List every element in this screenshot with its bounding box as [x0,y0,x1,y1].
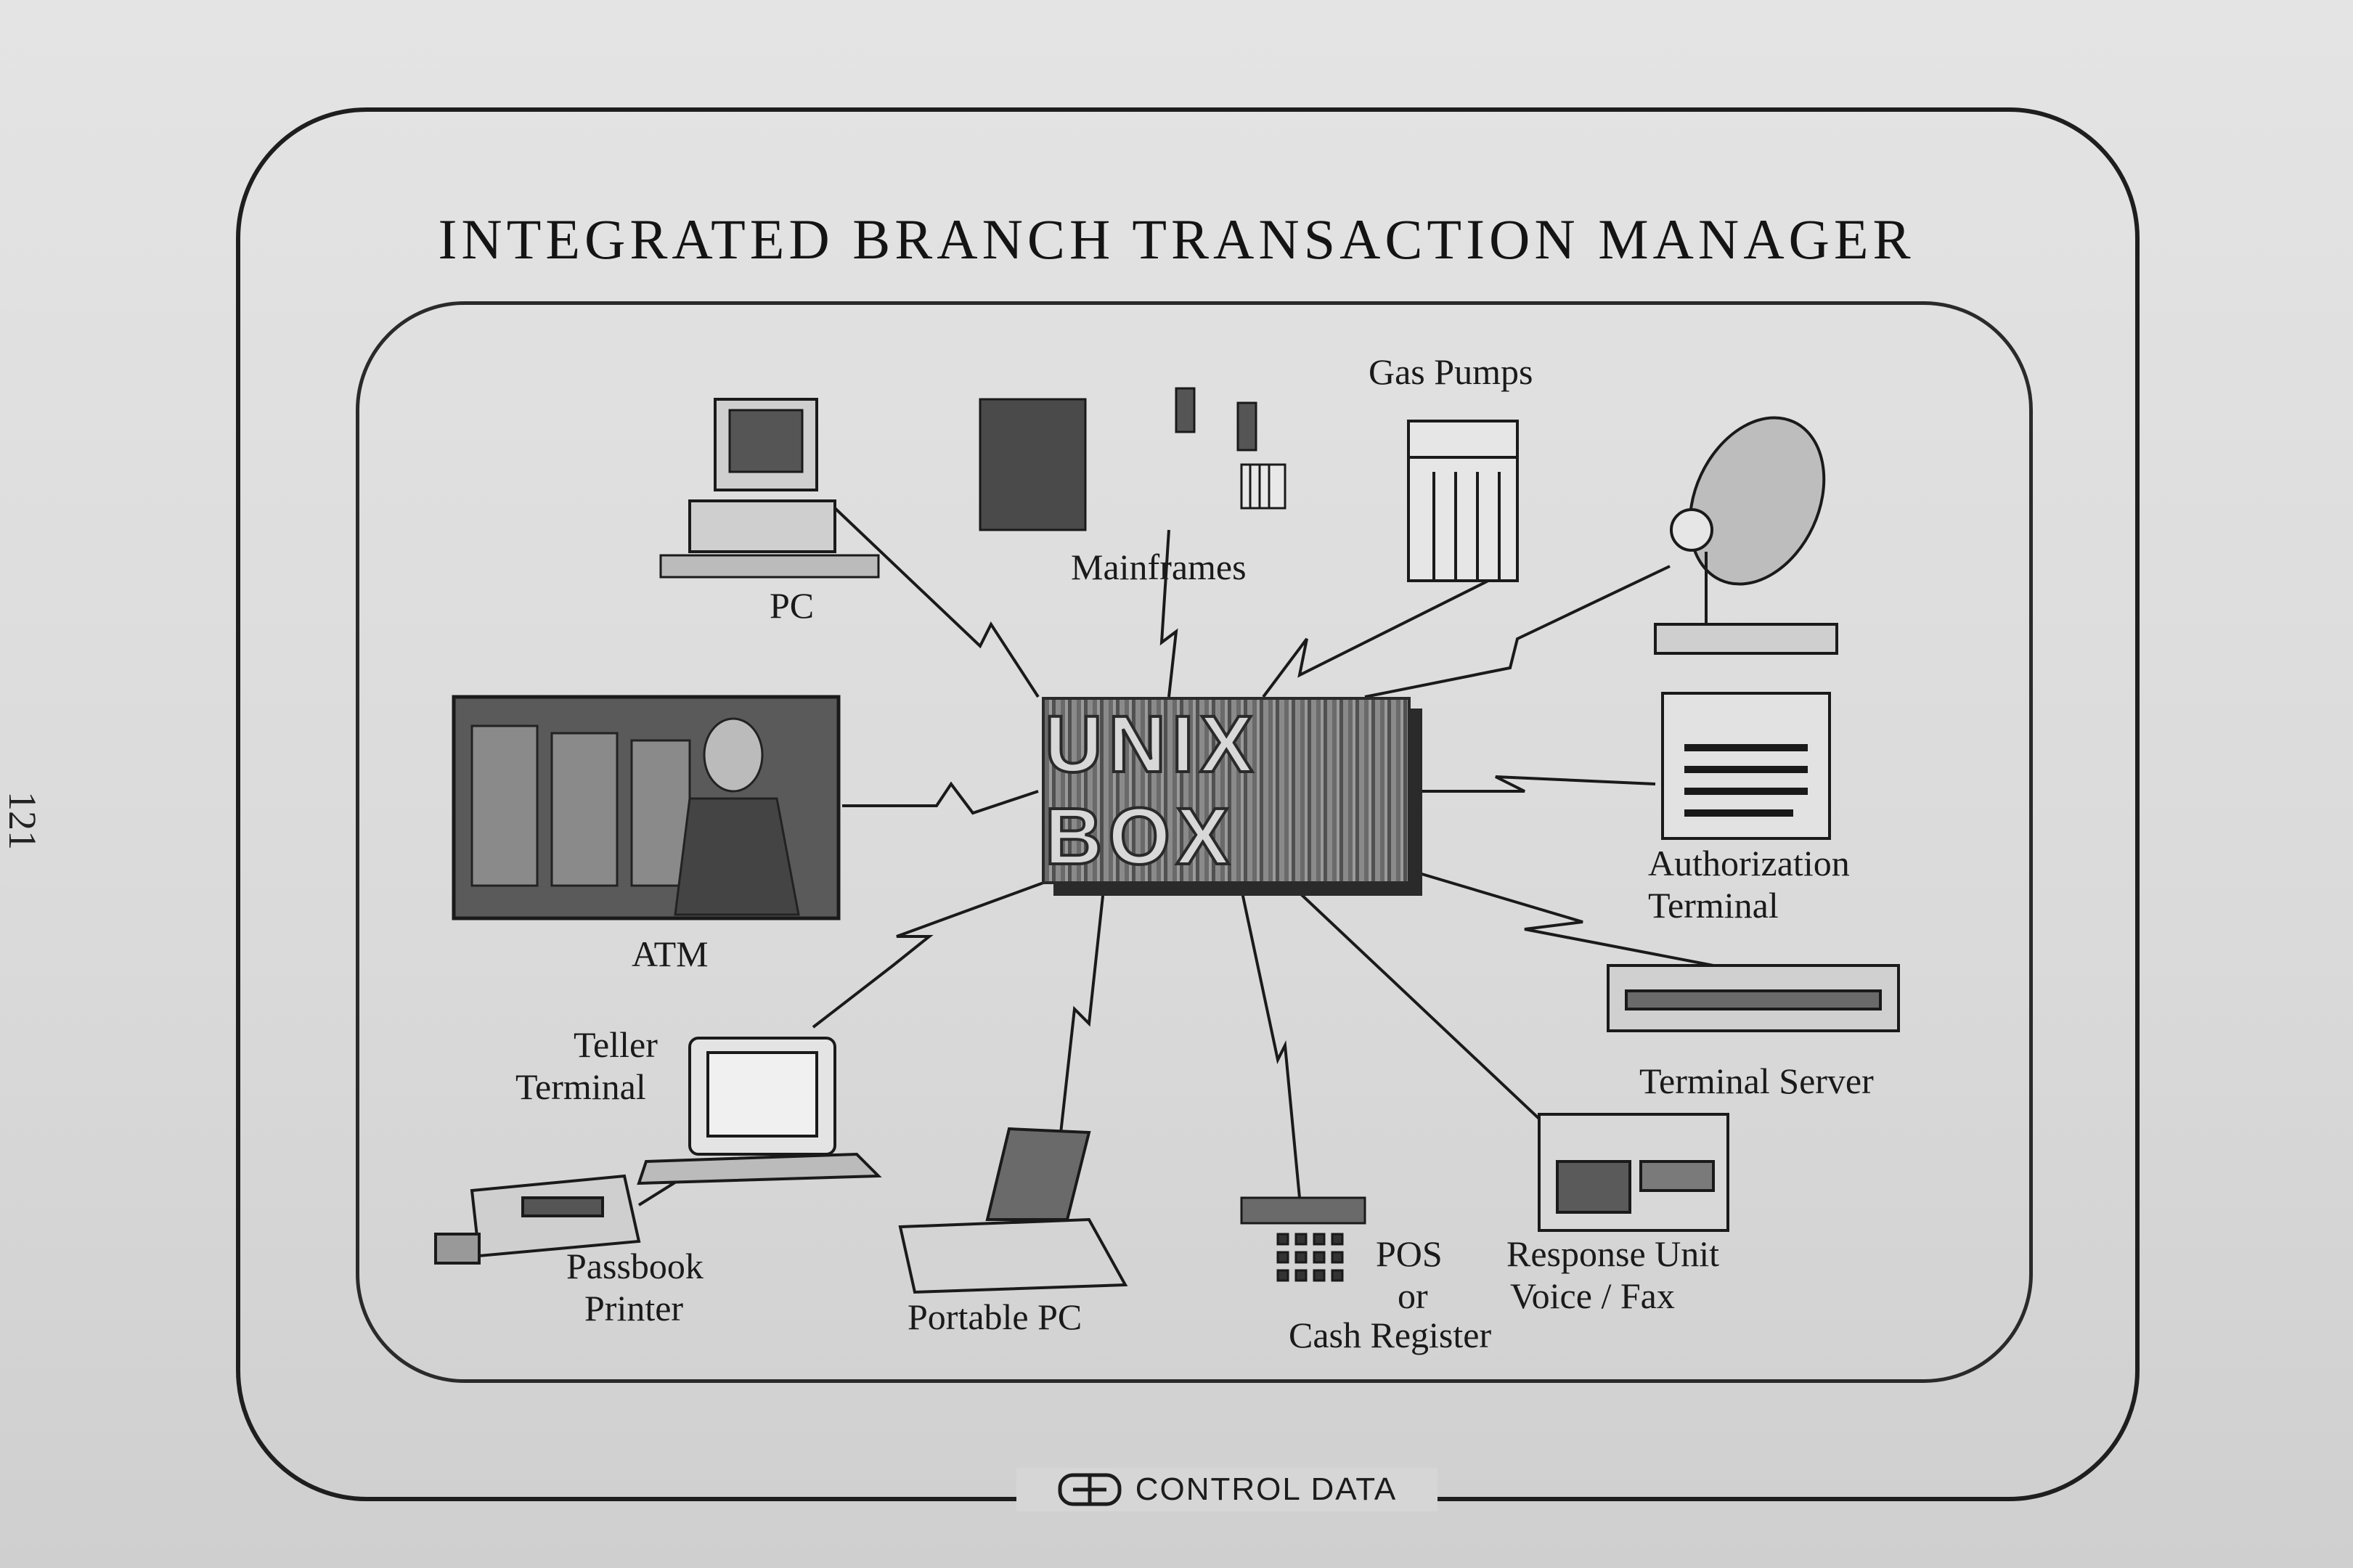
label-portable-pc: Portable PC [908,1297,1082,1337]
label-authorization-terminal-1: Authorization [1648,843,1850,883]
diagram-title: INTEGRATED BRANCH TRANSACTION MANAGER [438,208,1915,271]
label-response-unit-2: Voice / Fax [1510,1275,1675,1316]
response-unit-icon [1538,1113,1729,1232]
link-mainframes [1159,529,1178,698]
unix-box-label: UNIX BOX [1043,698,1259,883]
gas-pumps-icon [1407,420,1519,582]
link-pc [833,507,1040,698]
link-response-unit [1298,891,1555,1134]
inner-frame [356,301,2033,1383]
terminal-server-icon [1607,964,1900,1032]
label-response-unit-1: Response Unit [1506,1233,1720,1274]
link-gas-pumps [1262,579,1489,698]
label-passbook-printer-2: Printer [584,1288,684,1328]
label-pos-2: or [1398,1275,1428,1316]
label-atm: ATM [632,934,709,974]
link-portable-pc [1059,889,1105,1140]
label-pos-1: POS [1376,1233,1443,1274]
label-mainframes: Mainframes [1071,547,1247,587]
label-terminal-server: Terminal Server [1639,1061,1874,1101]
unix-box-hub: UNIX BOX [1042,697,1411,884]
link-terminal-server [1411,870,1714,967]
atm-image [452,695,841,920]
footer-brand-text: CONTROL DATA [1135,1471,1398,1507]
label-gas-pumps: Gas Pumps [1369,351,1533,392]
authorization-terminal-icon [1661,692,1831,840]
link-satellite [1364,565,1671,698]
satellite-dish-icon [1654,416,1838,655]
label-teller-terminal-2: Terminal [515,1066,646,1107]
footer-brand: CONTROL DATA [1016,1468,1438,1511]
pos-register-icon [1240,1196,1366,1282]
label-teller-terminal-1: Teller [574,1024,658,1065]
teller-terminal-icon [637,1037,882,1185]
link-authorization [1412,775,1656,793]
label-pc: PC [770,585,815,626]
label-passbook-printer-1: Passbook [566,1246,704,1286]
mainframes-icon [979,387,1286,531]
link-pos [1240,889,1301,1199]
link-teller [812,881,1046,1029]
pc-icon [659,398,880,579]
link-atm [842,781,1039,815]
label-pos-3: Cash Register [1289,1315,1492,1355]
control-data-logo-icon [1058,1473,1122,1506]
connection-lines [637,507,1714,1206]
portable-pc-icon [898,1127,1128,1294]
passbook-printer-icon [434,1174,641,1265]
label-authorization-terminal-2: Terminal [1648,885,1779,926]
